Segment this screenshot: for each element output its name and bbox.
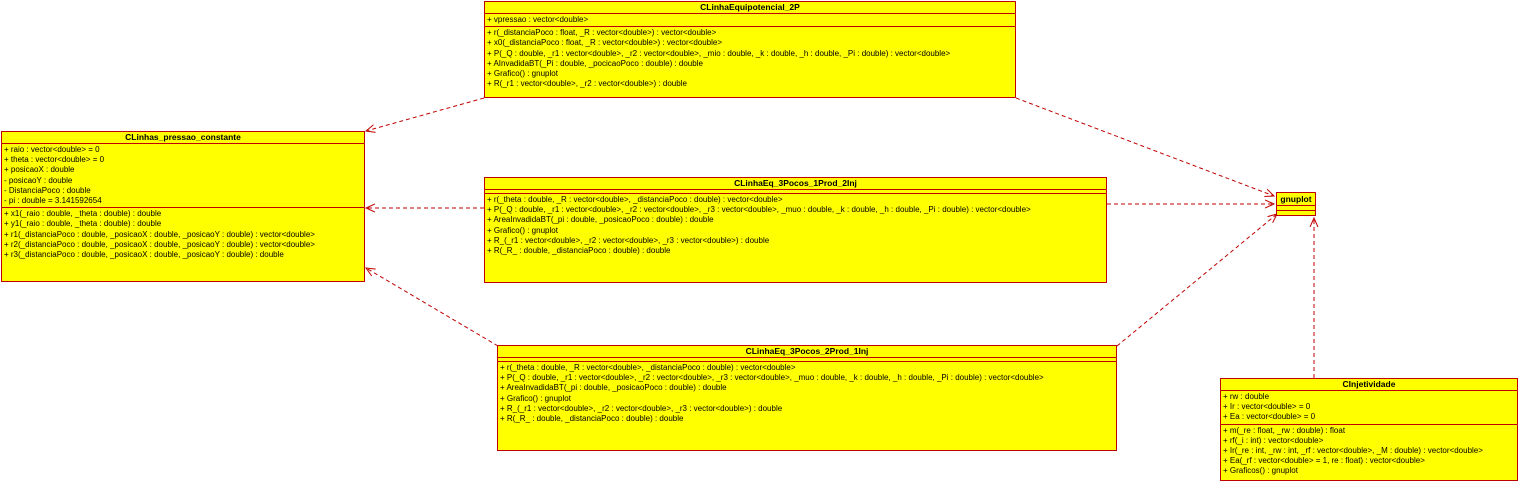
- operation: + r(_distanciaPoco : float, _R : vector<…: [487, 28, 717, 38]
- attributes-section: [498, 358, 1116, 362]
- operation: + x1(_raio : double, _theta : double) : …: [4, 209, 162, 219]
- operations-section: + r(_theta : double, _R : vector<double>…: [485, 194, 1106, 257]
- class-clinhaequipotencial-2p[interactable]: CLinhaEquipotencial_2P + vpressao : vect…: [484, 1, 1016, 98]
- attribute: - posicaoY : double: [4, 175, 73, 185]
- operation: + R(_R_ : double, _distanciaPoco : doubl…: [487, 246, 671, 256]
- operation: + P(_Q : double, _r1 : vector<double>, _…: [500, 373, 1044, 383]
- operations-section: + x1(_raio : double, _theta : double) : …: [2, 208, 364, 261]
- attributes-section: [485, 190, 1106, 194]
- operation: + r1(_distanciaPoco : double, _posicaoX …: [4, 229, 315, 239]
- operation: + x0(_distanciaPoco : float, _R : vector…: [487, 38, 723, 48]
- attribute: + Ir : vector<double> = 0: [1223, 402, 1311, 412]
- operation: + R_(_r1 : vector<double>, _r2 : vector<…: [500, 403, 783, 413]
- class-name: CLinhaEq_3Pocos_1Prod_2Inj: [485, 178, 1106, 190]
- operation: + P(_Q : double, _r1 : vector<double>, _…: [487, 205, 1031, 215]
- operation: + rf(_i : int) : vector<double>: [1223, 435, 1324, 445]
- operation: + R(_R_ : double, _distanciaPoco : doubl…: [500, 414, 684, 424]
- attribute: + raio : vector<double> = 0: [4, 145, 100, 154]
- operation: + r3(_distanciaPoco : double, _posicaoX …: [4, 250, 284, 260]
- operation: + Grafico() : gnuplot: [487, 225, 558, 235]
- operations-section: + r(_distanciaPoco : float, _R : vector<…: [485, 27, 1015, 90]
- operation: + Ir(_re : int, _rw : int, _rf : vector<…: [1223, 446, 1483, 456]
- attribute: + Ea : vector<double> = 0: [1223, 412, 1316, 422]
- operation: + AInvadidaBT(_Pi : double, _pocicaoPoco…: [487, 58, 703, 68]
- attributes-section: [1277, 206, 1315, 211]
- class-gnuplot[interactable]: gnuplot: [1276, 192, 1316, 216]
- dep-equipotencial-to-pressao: [366, 97, 485, 131]
- operation: + AreaInvadidaBT(_pi : double, _posicaoP…: [487, 215, 714, 225]
- attributes-section: + raio : vector<double> = 0 + theta : ve…: [2, 144, 364, 209]
- attribute: + rw : double: [1223, 392, 1270, 401]
- operation: + Grafico() : gnuplot: [500, 393, 571, 403]
- operations-section: + r(_theta : double, _R : vector<double>…: [498, 362, 1116, 425]
- class-name: CLinhaEq_3Pocos_2Prod_1Inj: [498, 346, 1116, 358]
- operation: + Grafico() : gnuplot: [487, 69, 558, 79]
- attributes-section: + vpressao : vector<double>: [485, 14, 1015, 28]
- attribute: + theta : vector<double> = 0: [4, 155, 105, 165]
- attribute: - DistanciaPoco : double: [4, 185, 91, 195]
- dep-eq2prod1inj-to-pressao: [366, 268, 499, 347]
- operation: + AreaInvadidaBT(_pi : double, _posicaoP…: [500, 383, 727, 393]
- operations-section: + m(_re : float, _rw : double) : float +…: [1221, 425, 1517, 478]
- operation: + R_(_r1 : vector<double>, _r2 : vector<…: [487, 235, 770, 245]
- operation: + r2(_distanciaPoco : double, _posicaoX …: [4, 239, 315, 249]
- class-name: gnuplot: [1277, 193, 1315, 206]
- operation: + r(_theta : double, _R : vector<double>…: [500, 363, 796, 372]
- operation: + y1(_raio : double, _theta : double) : …: [4, 219, 162, 229]
- operation: + r(_theta : double, _R : vector<double>…: [487, 195, 783, 204]
- attributes-section: + rw : double + Ir : vector<double> = 0 …: [1221, 391, 1517, 425]
- attribute: + posicaoX : double: [4, 165, 75, 175]
- class-name: CLinhaEquipotencial_2P: [485, 2, 1015, 14]
- operation: + Ea(_rf : vector<double> = 1, re : floa…: [1223, 456, 1425, 466]
- attribute: + vpressao : vector<double>: [487, 15, 589, 24]
- class-clinhaeq-3pocos-1prod-2inj[interactable]: CLinhaEq_3Pocos_1Prod_2Inj + r(_theta : …: [484, 177, 1107, 283]
- operations-section: [1277, 211, 1315, 214]
- dep-equipotencial-to-gnuplot: [1015, 97, 1274, 196]
- operation: + P(_Q : double, _r1 : vector<double>, _…: [487, 48, 951, 58]
- class-name: CInjetividade: [1221, 379, 1517, 391]
- operation: + m(_re : float, _rw : double) : float: [1223, 425, 1346, 435]
- operation: + Graficos() : gnuplot: [1223, 466, 1298, 476]
- class-clinhaeq-3pocos-2prod-1inj[interactable]: CLinhaEq_3Pocos_2Prod_1Inj + r(_theta : …: [497, 345, 1117, 451]
- class-name: CLinhas_pressao_constante: [2, 132, 364, 144]
- attribute: - pi : double = 3.141592654: [4, 196, 102, 206]
- operation: + R(_r1 : vector<double>, _r2 : vector<d…: [487, 79, 687, 89]
- dep-eq2prod1inj-to-gnuplot: [1116, 214, 1277, 347]
- class-clinhas-pressao-constante[interactable]: CLinhas_pressao_constante + raio : vecto…: [1, 131, 365, 282]
- class-cinjetividade[interactable]: CInjetividade + rw : double + Ir : vecto…: [1220, 378, 1518, 481]
